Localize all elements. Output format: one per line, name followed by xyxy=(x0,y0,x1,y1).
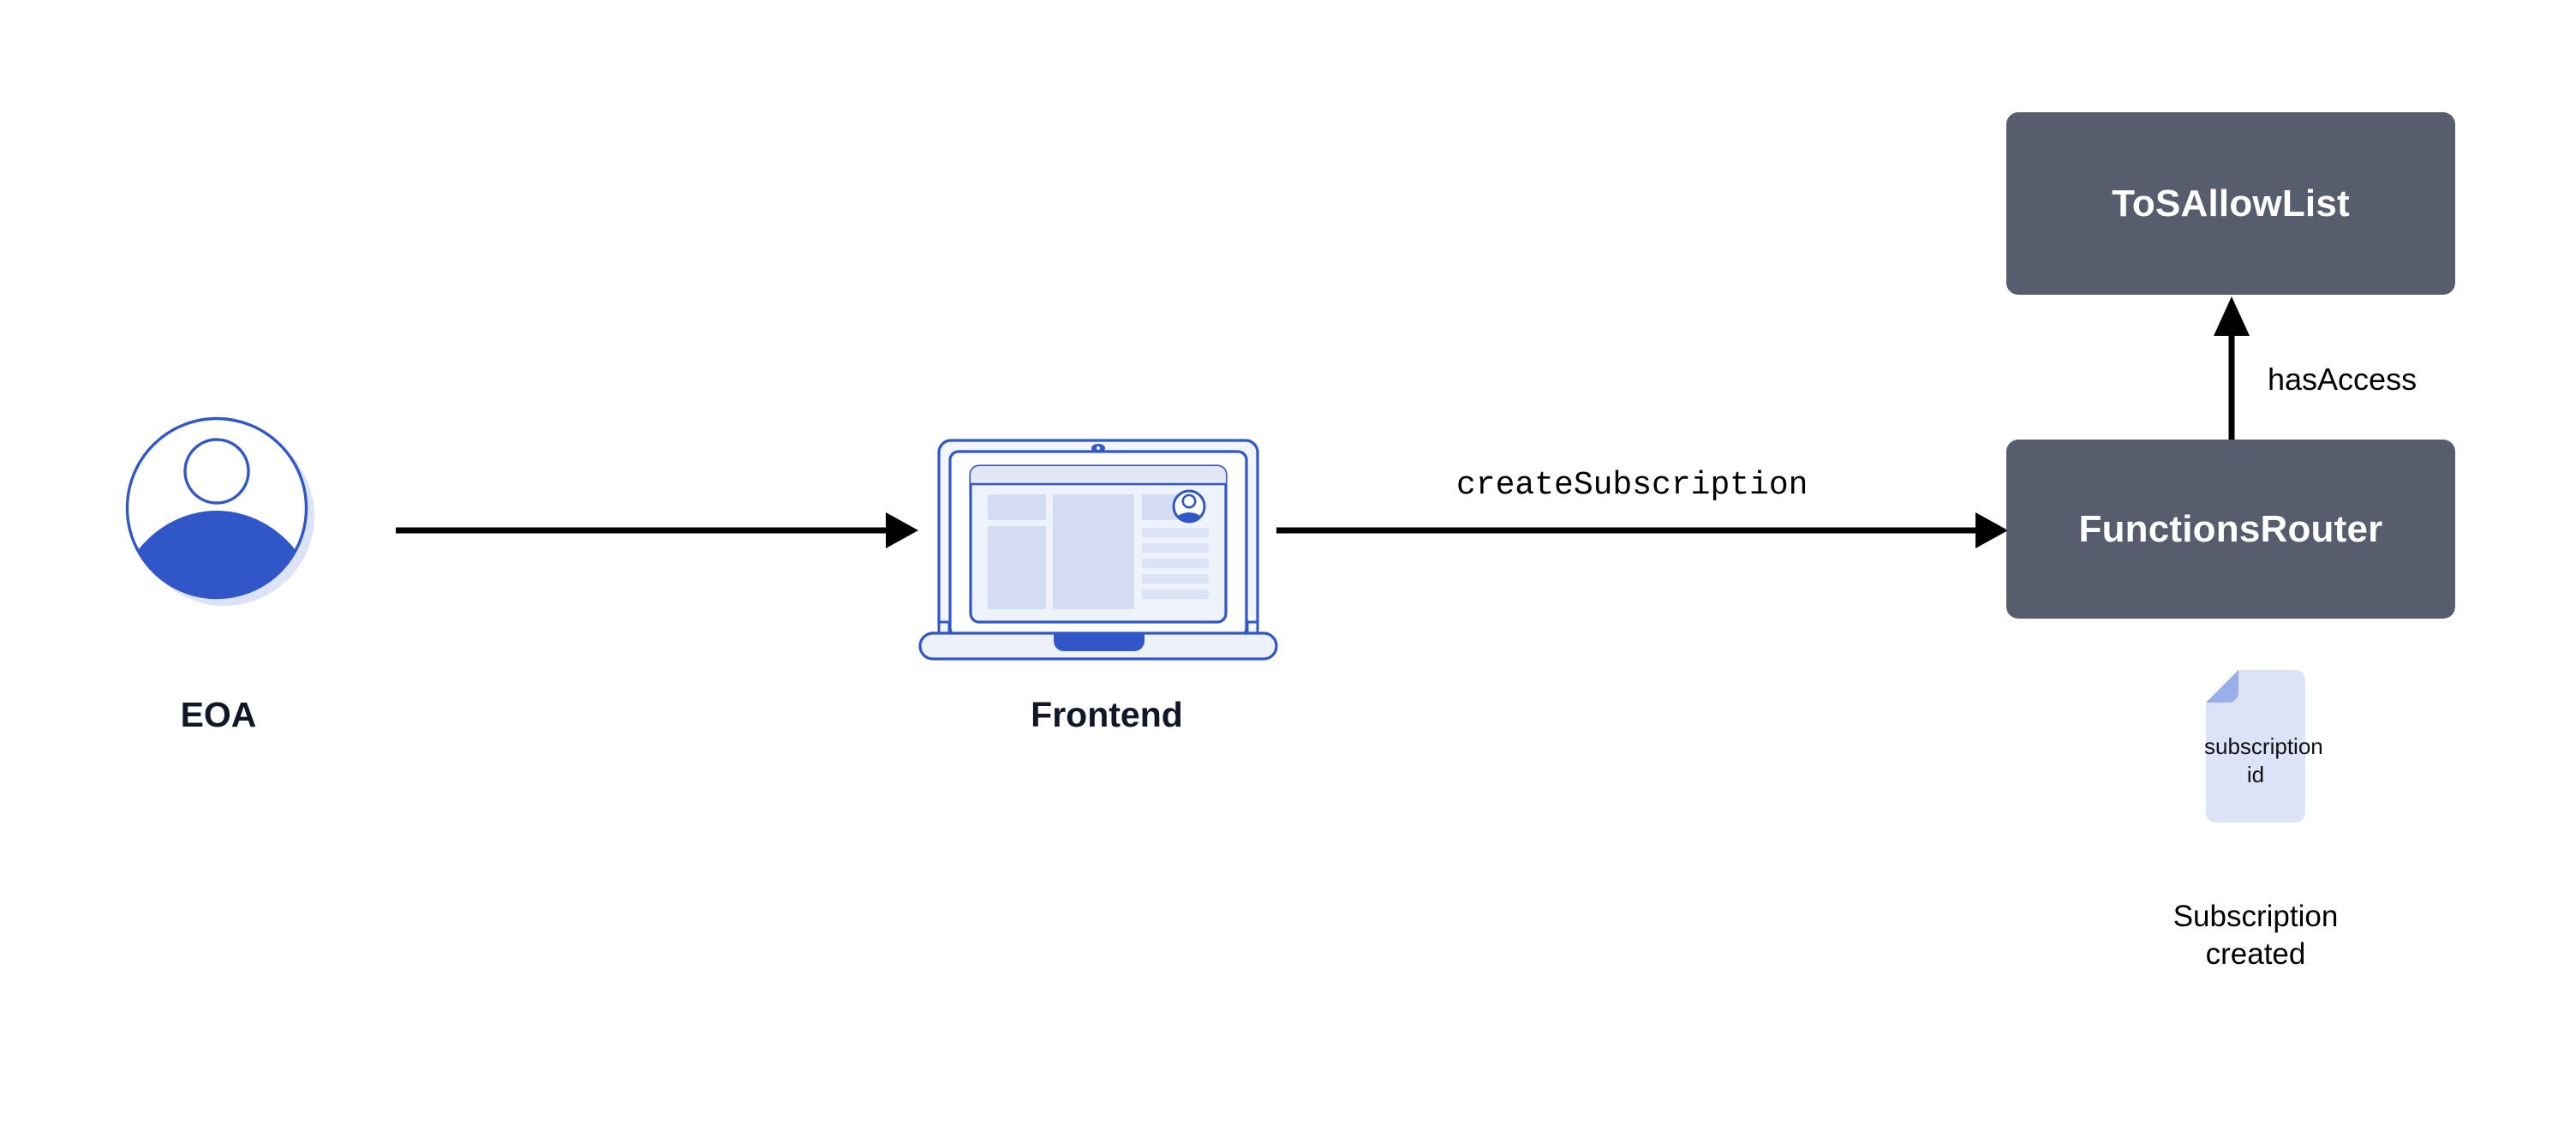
contract-box-tos-allow-list[interactable]: ToSAllowList xyxy=(2006,112,2455,295)
edge-label-create-subscription: createSubscription xyxy=(1456,467,1808,504)
actor-frontend[interactable] xyxy=(918,428,1295,668)
laptop-icon xyxy=(918,439,1278,661)
edge-router-to-allowlist xyxy=(2208,295,2255,442)
subscription-document-caption: Subscription created xyxy=(2110,898,2401,973)
contract-label-tos-allow-list: ToSAllowList xyxy=(2112,182,2350,224)
doc-caption-line-2: created xyxy=(2205,937,2306,971)
doc-caption-line-1: Subscription xyxy=(2173,900,2339,933)
contract-label-functions-router: FunctionsRouter xyxy=(2078,507,2383,550)
actor-eoa-label: EOA xyxy=(180,695,257,734)
edge-eoa-to-frontend xyxy=(394,507,925,554)
actor-frontend-label: Frontend xyxy=(1031,695,1183,734)
user-avatar-icon xyxy=(125,416,314,606)
edge-frontend-to-router xyxy=(1275,507,2017,554)
edge-label-has-access: hasAccess xyxy=(2268,362,2418,397)
subscription-document-icon[interactable]: subscription id xyxy=(2204,668,2323,824)
contract-box-functions-router[interactable]: FunctionsRouter xyxy=(2006,440,2455,619)
actor-eoa[interactable] xyxy=(120,411,317,608)
document-icon xyxy=(2206,670,2305,823)
